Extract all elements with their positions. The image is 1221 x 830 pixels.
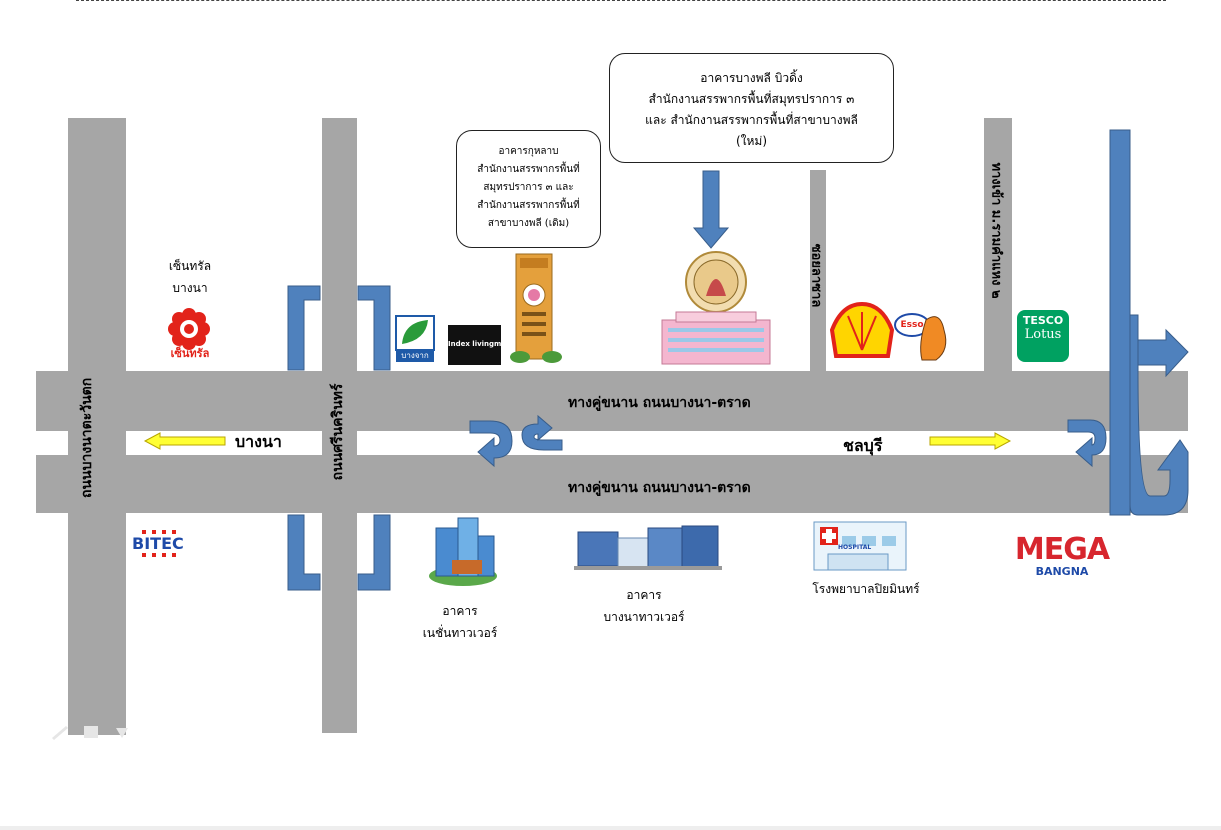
hospital-icon [813,521,907,571]
mega-logo: MEGA BANGNA [1012,534,1112,578]
hospital-label: โรงพยาบาลปิยมินทร์ [812,582,920,596]
gulab-building-bubble: อาคารกุหลาบ สำนักงานสรรพากรพื้นที่ สมุทร… [456,130,601,248]
new-building-bubble: อาคารบางพลี บิวดิ้ง สำนักงานสรรพากรพื้นท… [609,53,894,163]
revenue-seal-icon [685,251,747,313]
central-label: เซ็นทรัล บางนา [150,255,230,299]
new-line1: อาคารบางพลี บิวดิ้ง [700,71,803,85]
mega-bangna-text: BANGNA [1035,565,1089,578]
yellow-arrow-west [143,432,226,450]
new-building-icon [661,311,771,365]
bangna-tower-label: อาคาร บางนาทาวเวอร์ [584,584,704,628]
nation-label-line1: อาคาร [442,604,478,618]
esso-logo-icon [894,313,947,361]
direction-east-label: ชลบุรี [843,436,883,455]
central-label-line1: เซ็นทรัล [168,259,212,273]
bitec-logo-text: BITEC [132,534,184,553]
u-turn-arrows-center [469,414,563,468]
gulab-line1: อาคารกุหลาบ [498,146,559,157]
bangna-label-line1: อาคาร [626,588,662,602]
tesco-lotus-logo-icon [1017,310,1069,362]
bangna-tower-icon [574,525,722,570]
main-road-top [36,371,1188,431]
central-logo-icon [168,308,210,350]
bottom-bar [0,826,1221,830]
direction-west-label: บางนา [235,432,282,451]
bangna-label-line2: บางนาทาวเวอร์ [603,610,685,624]
nation-tower-icon [429,517,497,586]
bangchak-logo-icon [395,315,435,362]
shell-logo-icon [829,301,895,358]
central-label-line2: บางนา [172,281,208,295]
nation-tower-label: อาคาร เนชั่นทาวเวอร์ [400,600,520,644]
yellow-arrow-east [929,432,1012,450]
esso-text: Esso [900,320,924,330]
tesco-text: TESCO [1022,314,1064,327]
soi-road [810,170,826,375]
new-line3: และ สำนักงานสรรพากรพื้นที่สาขาบางพลี [645,113,858,127]
arrow-down-icon [692,170,730,249]
gulab-line4: สำนักงานสรรพากรพื้นที่ [477,200,580,211]
index-logo-icon [448,325,501,365]
gulab-line3: สมุทรปราการ ๓ และ [483,182,574,193]
flyover-ramps-right [1109,129,1189,516]
gulab-line2: สำนักงานสรรพากรพื้นที่ [477,164,580,175]
top-border-line [76,0,1166,1]
main-road-bottom-label: ทางคู่ขนาน ถนนบางนา-ตราด [568,480,751,496]
central-logo-text: เซ็นทรัล [170,347,210,360]
hospital-sign-text: HOSPITAL [838,544,872,551]
bitec-dots-icon [142,530,176,557]
mega-text: MEGA [1014,532,1110,567]
index-logo-text: Index livingmall [448,340,501,348]
new-line4: (ใหม่) [735,134,768,148]
right-vertical-road [984,118,1012,375]
gulab-tower-icon [510,253,562,363]
new-line2: สำนักงานสรรพากรพื้นที่สมุทรปราการ ๓ [648,92,855,106]
bangchak-text: บางจาก [401,351,429,360]
faint-toolbar-icons [52,726,128,740]
main-road-top-label: ทางคู่ขนาน ถนนบางนา-ตราด [568,395,751,411]
interchange-ramps [287,285,391,591]
nation-label-line2: เนชั่นทาวเวอร์ [422,626,498,640]
tesco-logo-text: TESCO Lotus [1017,314,1069,342]
u-turn-arrow-right [1067,419,1107,468]
lotus-text: Lotus [1024,327,1062,342]
gulab-line5: สาขาบางพลี (เดิม) [487,218,570,229]
main-road-bottom [36,455,1188,513]
